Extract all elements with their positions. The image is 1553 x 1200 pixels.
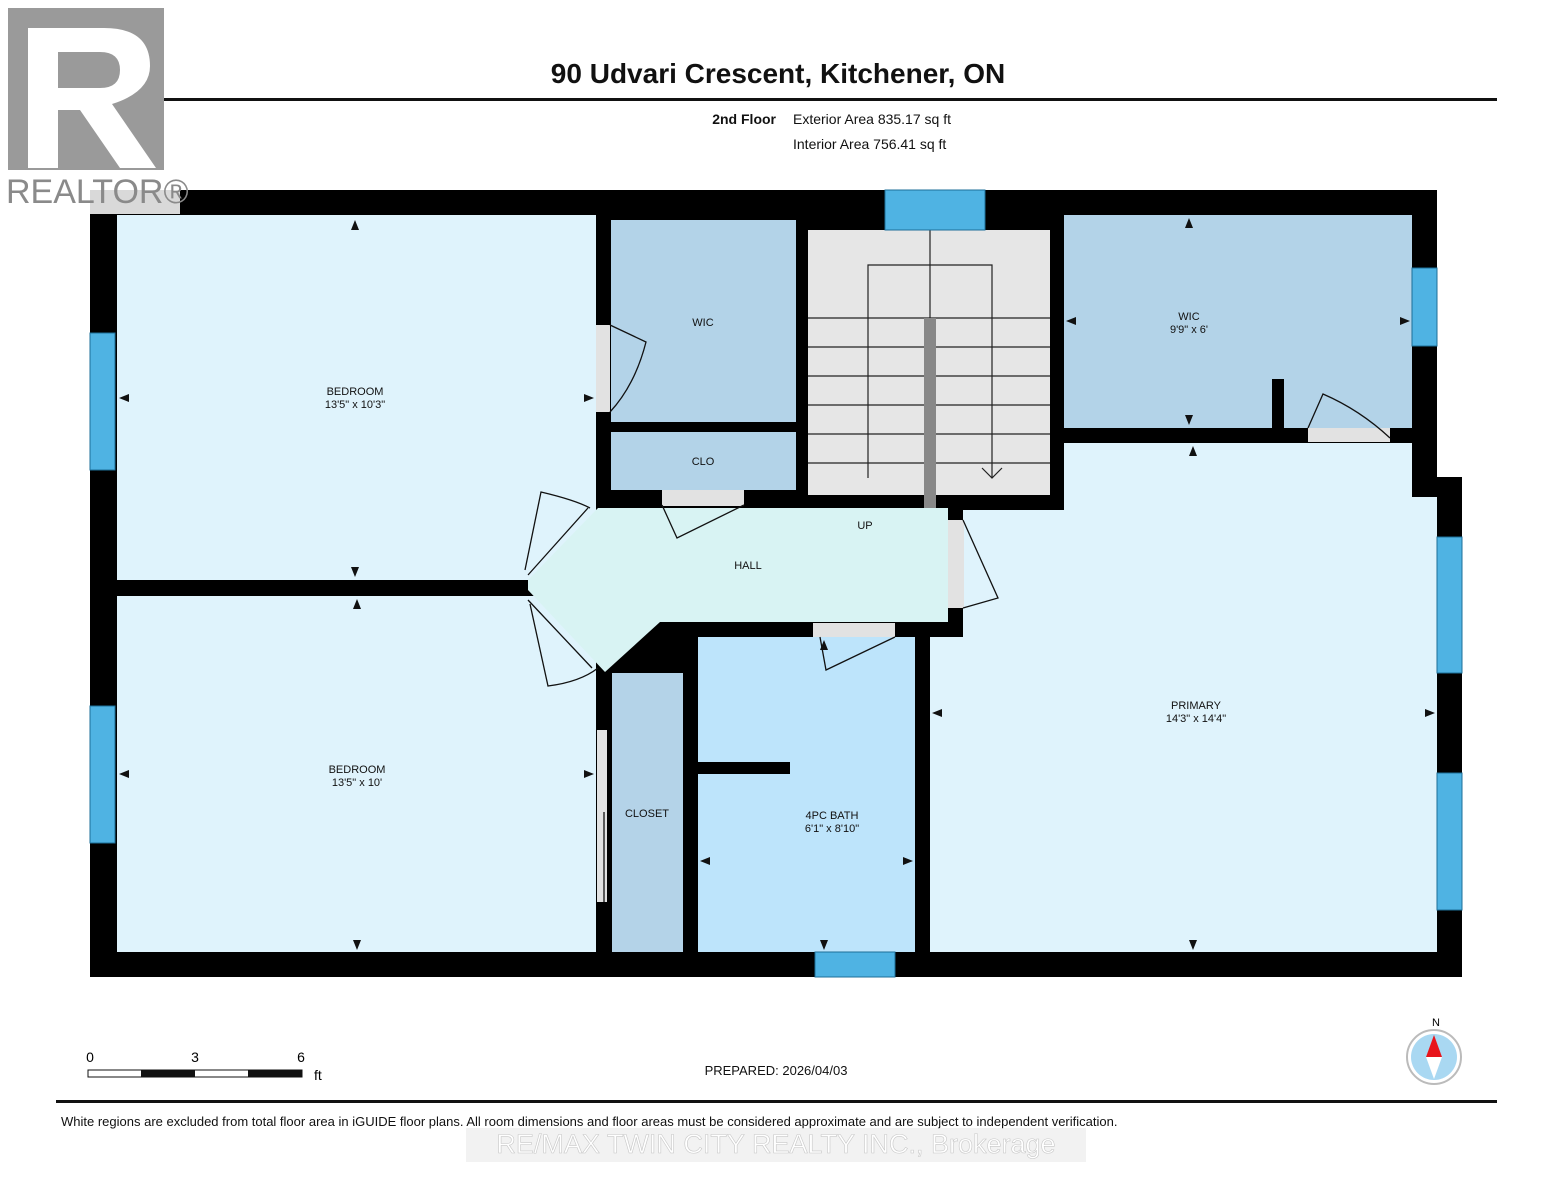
room-dims: 14'3" x 14'4" <box>1166 713 1226 725</box>
floor-name: 2nd Floor <box>712 111 776 127</box>
stair-rail <box>924 318 936 508</box>
room-dims: 9'9" x 6' <box>1170 324 1208 336</box>
realtor-logo-text: REALTOR® <box>6 173 189 211</box>
interior-area: Interior Area 756.41 sq ft <box>793 136 946 152</box>
window-top <box>884 189 986 231</box>
room-bedroom-1 <box>117 215 596 580</box>
room-primary <box>930 443 1437 952</box>
room-name: WIC <box>692 317 713 329</box>
exterior-area: Exterior Area 835.17 sq ft <box>793 111 951 127</box>
door-wic-left[interactable] <box>596 325 610 412</box>
window-right-1 <box>1436 536 1463 674</box>
window-left-2 <box>89 705 116 844</box>
header-divider <box>56 98 1497 101</box>
room-closet <box>612 673 683 952</box>
watermark-backdrop <box>466 1128 1086 1162</box>
prepared-date: PREPARED: 2026/04/03 <box>705 1063 848 1078</box>
room-bedroom-2 <box>117 596 596 952</box>
room-name: CLO <box>692 456 715 468</box>
room-hall <box>528 508 948 672</box>
compass-icon: N <box>1406 1017 1462 1085</box>
room-dims: 6'1" x 8'10" <box>805 823 859 835</box>
page-title: 90 Udvari Crescent, Kitchener, ON <box>551 58 1005 89</box>
room-dims: 13'5" x 10' <box>332 777 382 789</box>
scale-tick: 0 <box>86 1049 94 1065</box>
room-name: BEDROOM <box>327 386 384 398</box>
room-labels: BEDROOM 13'5" x 10'3" BEDROOM 13'5" x 10… <box>325 311 1226 835</box>
bath-partition-wall <box>698 762 790 774</box>
disclaimer: White regions are excluded from total fl… <box>61 1114 1117 1129</box>
wic-partition-wall <box>1272 379 1284 433</box>
door-wic-right[interactable] <box>1308 428 1390 442</box>
footer-divider <box>56 1100 1497 1103</box>
windows <box>89 189 1463 978</box>
door-primary[interactable] <box>948 520 964 608</box>
realtor-logo-text-backdrop <box>0 172 180 214</box>
door-bedroom-2[interactable] <box>527 599 599 687</box>
door-bedroom-1[interactable] <box>524 491 591 576</box>
door-clo[interactable] <box>662 490 744 506</box>
room-name: PRIMARY <box>1171 700 1222 712</box>
scale-tick: 6 <box>297 1049 305 1065</box>
door-bath[interactable] <box>813 623 895 637</box>
dimension-arrows <box>119 218 1435 950</box>
scale-bar: 0 3 6 ft <box>86 1049 322 1083</box>
scale-tick: 3 <box>191 1049 199 1065</box>
room-name: BEDROOM <box>329 764 386 776</box>
compass-north-label: N <box>1432 1017 1440 1029</box>
watermark: RE/MAX TWIN CITY REALTY INC., Brokerage <box>496 1129 1055 1159</box>
doors[interactable] <box>524 324 1391 902</box>
window-bottom <box>814 951 896 978</box>
room-name: WIC <box>1178 311 1199 323</box>
room-name: CLOSET <box>625 808 669 820</box>
room-clo <box>611 432 796 490</box>
stairs-direction: UP <box>857 520 872 532</box>
room-wic-right <box>1064 215 1412 428</box>
room-wic-left <box>611 220 796 422</box>
room-dims: 13'5" x 10'3" <box>325 399 385 411</box>
room-name: HALL <box>734 560 762 572</box>
realtor-logo: REALTOR® <box>0 8 189 214</box>
window-right-wic <box>1411 267 1438 347</box>
room-name: 4PC BATH <box>806 810 859 822</box>
door-closet[interactable] <box>597 730 607 902</box>
window-right-2 <box>1436 772 1463 911</box>
room-4pc-bath <box>698 637 915 952</box>
window-left-1 <box>89 332 116 471</box>
scale-unit: ft <box>314 1067 322 1083</box>
